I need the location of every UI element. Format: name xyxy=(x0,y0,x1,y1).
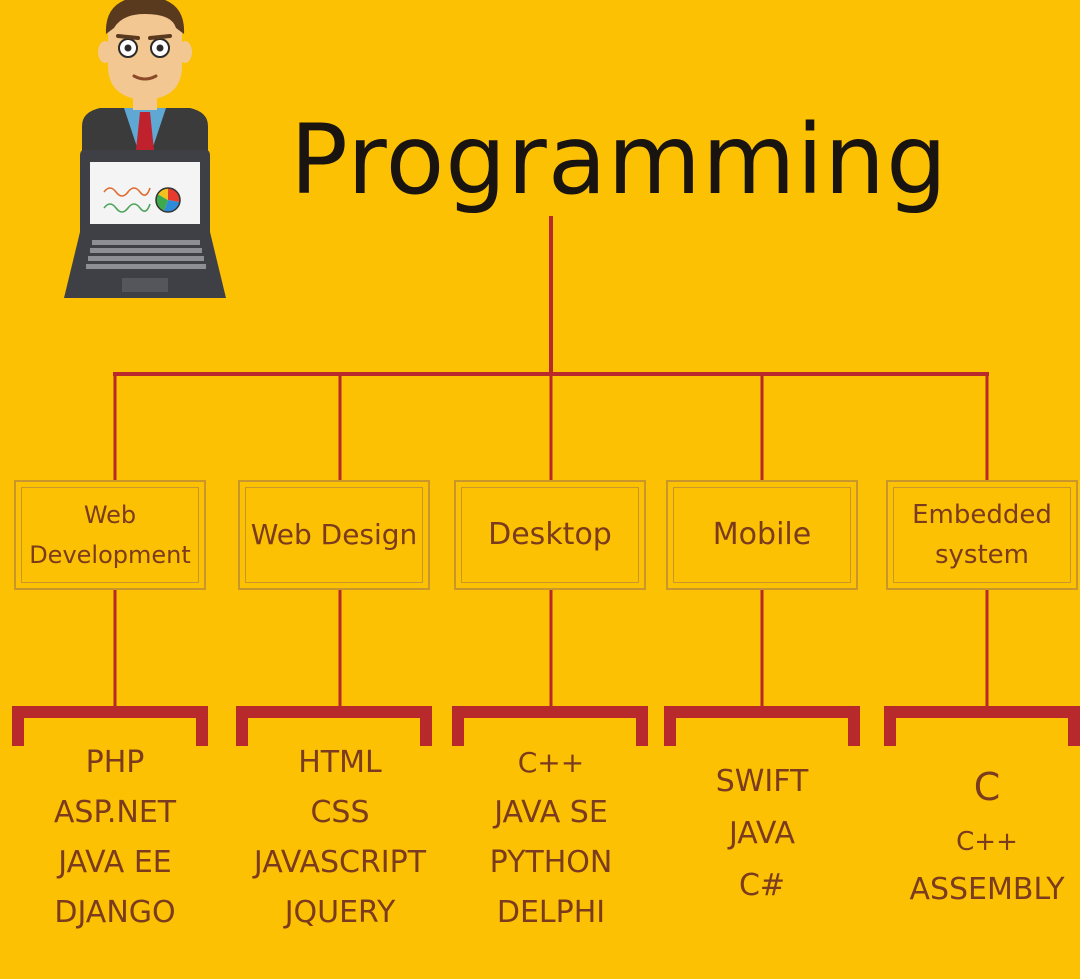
bracket-shape xyxy=(236,706,432,746)
keyboard-row-shape xyxy=(88,256,204,261)
language-item: ASSEMBLY xyxy=(909,872,1065,907)
language-item: PYTHON xyxy=(489,845,613,880)
language-list-embedded-system: C C++ ASSEMBLY xyxy=(877,756,1080,914)
laptop-icon xyxy=(64,150,226,298)
language-item: CSS xyxy=(310,795,370,830)
language-item: JAVASCRIPT xyxy=(253,845,427,880)
category-label: Web Development xyxy=(29,501,191,569)
laptop-screen-shape xyxy=(90,162,200,224)
category-label: Mobile xyxy=(712,517,812,552)
language-list-mobile: SWIFT JAVA C# xyxy=(652,756,872,912)
language-item: JQUERY xyxy=(284,895,396,930)
diagram-title: Programming xyxy=(290,104,949,216)
language-item: JAVA SE xyxy=(494,795,608,830)
programmer-icon xyxy=(82,0,208,170)
hair-shape xyxy=(105,0,185,34)
tie-shape xyxy=(136,112,154,158)
bracket-shape xyxy=(884,706,1080,746)
keyboard-row-shape xyxy=(90,248,202,253)
touchpad-shape xyxy=(122,278,168,292)
screen-scribble-shape xyxy=(103,187,151,197)
pupil-shape xyxy=(124,44,132,52)
category-mobile: Mobile xyxy=(666,480,858,590)
category-web-design: Web Design xyxy=(238,480,430,590)
eyebrow-shape xyxy=(148,34,172,40)
category-web-development: Web Development xyxy=(14,480,206,590)
pie-chart-icon xyxy=(155,187,181,213)
language-item: C xyxy=(973,765,1001,809)
language-item: SWIFT xyxy=(715,764,809,799)
language-item: JAVA xyxy=(728,816,796,851)
pie-outline-shape xyxy=(155,187,181,213)
language-list-desktop: C++ JAVA SE PYTHON DELPHI xyxy=(441,738,661,938)
language-list-web-design: HTML CSS JAVASCRIPT JQUERY xyxy=(230,738,450,938)
language-item: HTML xyxy=(298,745,382,780)
language-item: ASP.NET xyxy=(53,795,177,830)
category-label: Web Design xyxy=(250,518,418,551)
eyebrow-shape xyxy=(116,34,140,40)
language-item: JAVA EE xyxy=(58,845,172,880)
category-label: Desktop xyxy=(488,517,612,552)
category-label: Embedded system xyxy=(912,500,1052,570)
language-item: C++ xyxy=(956,827,1018,857)
language-item: PHP xyxy=(85,745,145,780)
language-item: DJANGO xyxy=(54,895,176,930)
bracket-shape xyxy=(664,706,860,746)
language-list-web-development: PHP ASP.NET JAVA EE DJANGO xyxy=(5,738,225,938)
pupil-shape xyxy=(156,44,164,52)
language-item: C# xyxy=(738,868,786,903)
pie-slice-shape xyxy=(168,188,180,203)
keyboard-row-shape xyxy=(92,240,200,245)
mouth-shape xyxy=(132,74,158,81)
screen-scribble-shape xyxy=(103,203,151,213)
head-shape xyxy=(108,0,182,100)
keyboard-row-shape xyxy=(86,264,206,269)
category-embedded-system: Embedded system xyxy=(886,480,1078,590)
language-item: DELPHI xyxy=(496,895,606,930)
language-item: C++ xyxy=(517,746,585,779)
bracket-shape xyxy=(452,706,648,746)
category-desktop: Desktop xyxy=(454,480,646,590)
bracket-shape xyxy=(12,706,208,746)
